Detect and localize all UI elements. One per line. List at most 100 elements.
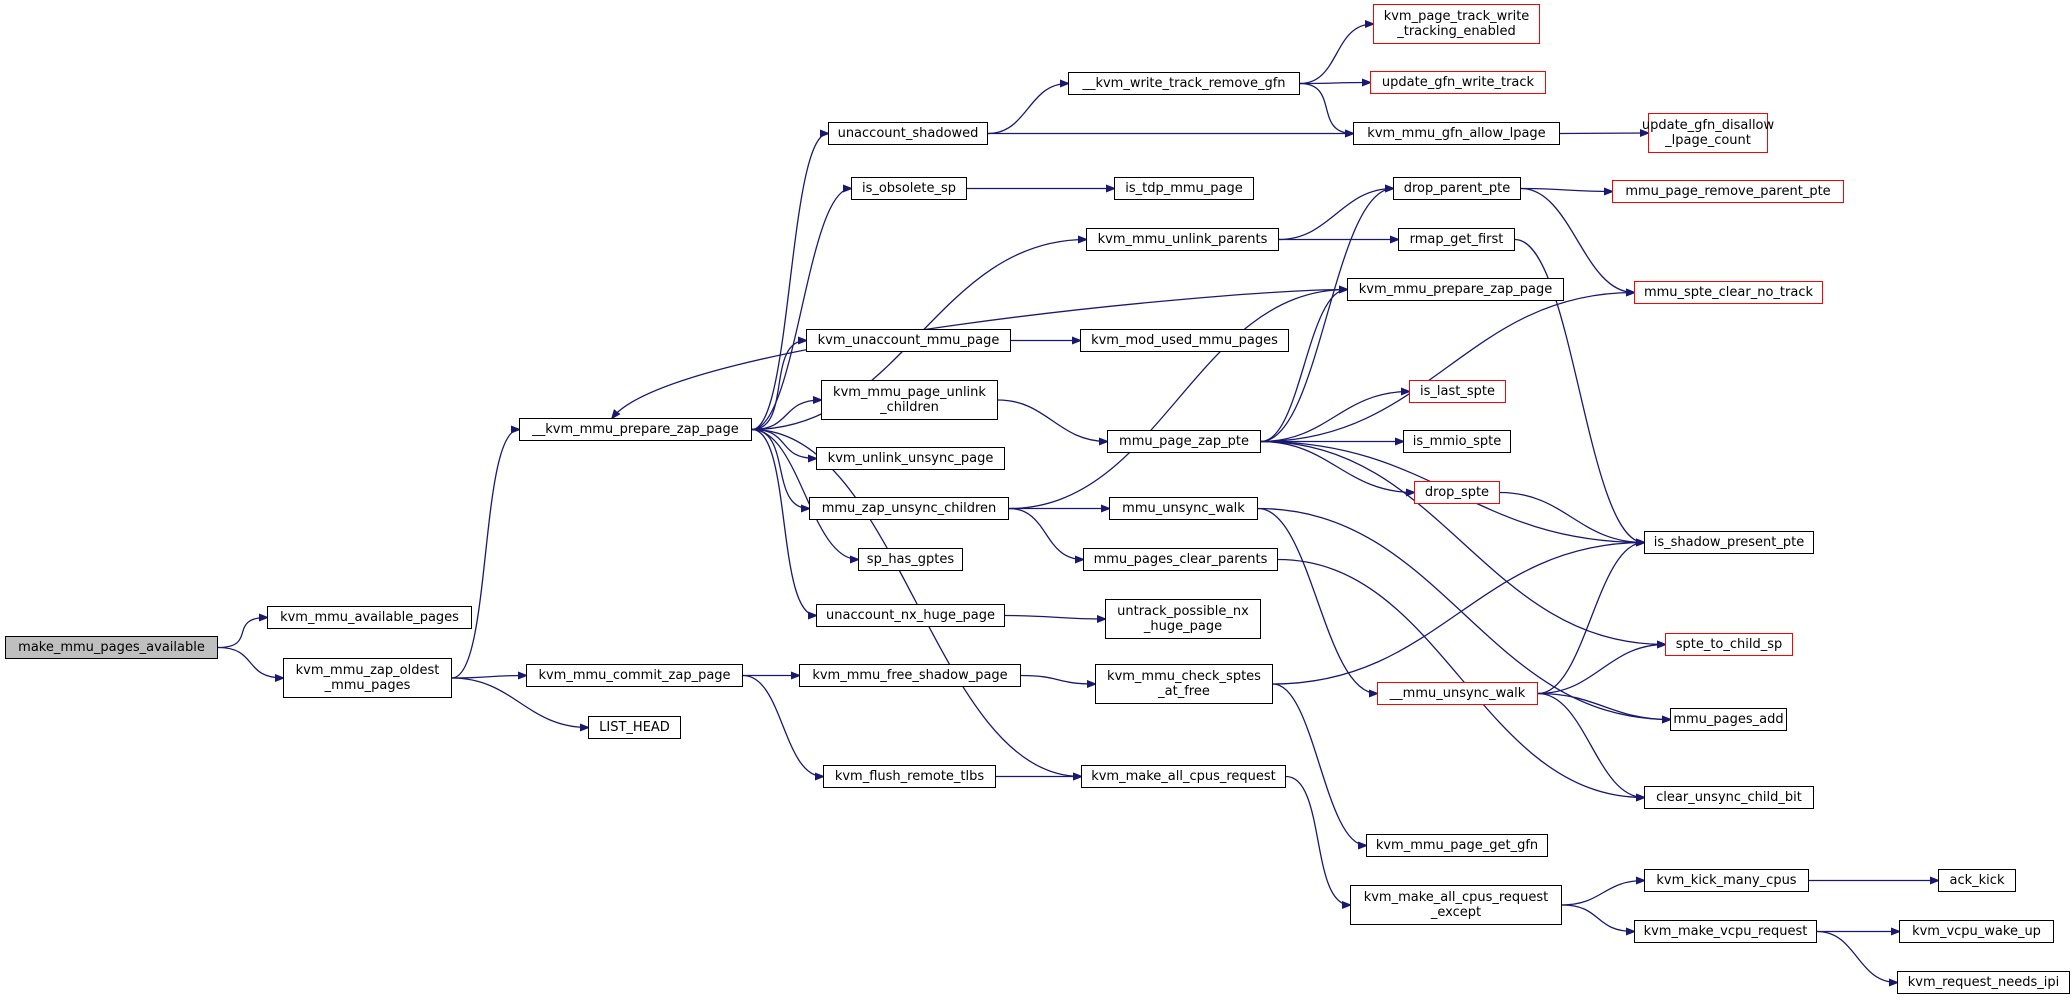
node-kvm-mmu-unlink-parents[interactable]: kvm_mmu_unlink_parents bbox=[1086, 228, 1279, 251]
node-kvm-mmu-commit-zap-page[interactable]: kvm_mmu_commit_zap_page bbox=[526, 664, 743, 687]
node-mmu-unsync-walk[interactable]: mmu_unsync_walk bbox=[1109, 497, 1258, 520]
edge-kvm-mmu-zap-oldest-mmu-pages-to-LIST-HEAD bbox=[451, 677, 588, 728]
node-kvm-flush-remote-tlbs[interactable]: kvm_flush_remote_tlbs bbox=[823, 765, 996, 788]
node-clear-unsync-child-bit[interactable]: clear_unsync_child_bit bbox=[1644, 786, 1814, 809]
edge-kvm-write-track-remove-gfn-to-update-gfn-write-track bbox=[1299, 83, 1370, 84]
node-is-last-spte[interactable]: is_last_spte bbox=[1409, 380, 1506, 403]
node-is-tdp-mmu-page[interactable]: is_tdp_mmu_page bbox=[1114, 177, 1254, 200]
edge-mmu-page-zap-pte-to-is-last-spte bbox=[1260, 392, 1409, 443]
edge-unaccount-nx-huge-page-to-untrack-possible-nx-huge-page bbox=[1004, 616, 1105, 620]
node-kvm-write-track-remove-gfn[interactable]: __kvm_write_track_remove_gfn bbox=[1068, 72, 1300, 95]
edge-kvm-mmu-free-shadow-page-to-kvm-mmu-check-sptes-at-free bbox=[1020, 674, 1095, 685]
node-is-shadow-present-pte[interactable]: is_shadow_present_pte bbox=[1644, 531, 1814, 554]
node-mmu-zap-unsync-children[interactable]: mmu_zap_unsync_children bbox=[809, 497, 1009, 520]
edge-mmu-zap-unsync-children-to-kvm-mmu-prepare-zap-page bbox=[1008, 290, 1347, 510]
node-kvm-make-vcpu-request[interactable]: kvm_make_vcpu_request bbox=[1634, 920, 1817, 943]
edge-kvm-mmu-zap-oldest-mmu-pages-to-kvm-mmu-prepare-zap-page bbox=[451, 430, 519, 679]
edge-kvm-mmu-page-unlink-children-to-mmu-page-zap-pte bbox=[997, 399, 1107, 442]
node-sp-has-gptes[interactable]: sp_has_gptes bbox=[858, 548, 963, 571]
edge-kvm-mmu-prepare-zap-page-to-kvm-make-all-cpus-request bbox=[751, 428, 1081, 777]
node-untrack-possible-nx-huge-page[interactable]: untrack_possible_nx _huge_page bbox=[1105, 599, 1261, 639]
edge-kvm-mmu-prepare-zap-page-to-kvm-unaccount-mmu-page bbox=[751, 341, 806, 431]
edge-kvm-write-track-remove-gfn-to-kvm-page-track-write-tracking-enabled bbox=[1299, 24, 1373, 85]
node-kvm-mmu-prepare-zap-page[interactable]: __kvm_mmu_prepare_zap_page bbox=[519, 418, 752, 441]
node-kvm-mmu-prepare-zap-page[interactable]: kvm_mmu_prepare_zap_page bbox=[1347, 278, 1564, 301]
edge-drop-parent-pte-to-mmu-page-remove-parent-pte bbox=[1520, 189, 1612, 192]
node-kvm-mmu-gfn-allow-lpage[interactable]: kvm_mmu_gfn_allow_lpage bbox=[1353, 122, 1560, 145]
edge-drop-parent-pte-to-mmu-spte-clear-no-track bbox=[1520, 187, 1634, 293]
edge-mmu-page-zap-pte-to-drop-spte bbox=[1260, 440, 1414, 493]
node-mmu-pages-add[interactable]: mmu_pages_add bbox=[1670, 708, 1787, 731]
node-unaccount-shadowed[interactable]: unaccount_shadowed bbox=[828, 122, 988, 145]
edge-mmu-unsync-walk-to-clear-unsync-child-bit bbox=[1537, 692, 1644, 798]
edge-kvm-mmu-prepare-zap-page-to-sp-has-gptes bbox=[751, 428, 858, 560]
edge-kvm-mmu-check-sptes-at-free-to-is-shadow-present-pte bbox=[1272, 543, 1644, 685]
edge-mmu-page-zap-pte-to-drop-parent-pte bbox=[1260, 189, 1393, 443]
node-is-mmio-spte[interactable]: is_mmio_spte bbox=[1403, 430, 1511, 453]
node-kvm-mmu-zap-oldest-mmu-pages[interactable]: kvm_mmu_zap_oldest _mmu_pages bbox=[283, 658, 452, 698]
node-make-mmu-pages-available[interactable]: make_mmu_pages_available bbox=[5, 636, 218, 659]
edge-mmu-page-zap-pte-to-kvm-mmu-prepare-zap-page bbox=[1260, 290, 1347, 443]
edge-drop-spte-to-is-shadow-present-pte bbox=[1499, 491, 1644, 543]
node-ack-kick[interactable]: ack_kick bbox=[1938, 869, 2016, 892]
edge-mmu-page-zap-pte-to-mmu-spte-clear-no-track bbox=[1260, 293, 1634, 443]
edge-kvm-make-vcpu-request-to-kvm-request-needs-ipi bbox=[1816, 930, 1897, 983]
edge-mmu-unsync-walk-to-mmu-pages-add bbox=[1257, 507, 1670, 720]
edge-kvm-write-track-remove-gfn-to-kvm-mmu-gfn-allow-lpage bbox=[1299, 82, 1353, 134]
node-kvm-request-needs-ipi[interactable]: kvm_request_needs_ipi bbox=[1897, 971, 2070, 994]
edge-kvm-mmu-unlink-parents-to-drop-parent-pte bbox=[1278, 189, 1393, 241]
node-spte-to-child-sp[interactable]: spte_to_child_sp bbox=[1665, 633, 1793, 656]
node-kvm-vcpu-wake-up[interactable]: kvm_vcpu_wake_up bbox=[1899, 920, 2054, 943]
edge-mmu-unsync-walk-to-spte-to-child-sp bbox=[1537, 645, 1665, 695]
edge-mmu-pages-clear-parents-to-clear-unsync-child-bit bbox=[1277, 558, 1644, 798]
node-is-obsolete-sp[interactable]: is_obsolete_sp bbox=[851, 177, 967, 200]
node-mmu-spte-clear-no-track[interactable]: mmu_spte_clear_no_track bbox=[1634, 281, 1823, 304]
node-update-gfn-write-track[interactable]: update_gfn_write_track bbox=[1370, 71, 1546, 94]
node-mmu-page-zap-pte[interactable]: mmu_page_zap_pte bbox=[1107, 430, 1261, 453]
edge-mmu-unsync-walk-to-is-shadow-present-pte bbox=[1537, 543, 1644, 695]
node-kvm-mmu-available-pages[interactable]: kvm_mmu_available_pages bbox=[267, 606, 472, 629]
node-mmu-page-remove-parent-pte[interactable]: mmu_page_remove_parent_pte bbox=[1612, 180, 1844, 203]
edge-kvm-mmu-zap-oldest-mmu-pages-to-kvm-mmu-commit-zap-page bbox=[451, 676, 526, 679]
node-rmap-get-first[interactable]: rmap_get_first bbox=[1398, 228, 1515, 251]
edge-kvm-make-all-cpus-request-except-to-kvm-kick-many-cpus bbox=[1561, 881, 1644, 906]
edge-mmu-page-zap-pte-to-spte-to-child-sp bbox=[1260, 440, 1665, 645]
edge-mmu-unsync-walk-to-mmu-pages-add bbox=[1537, 692, 1670, 720]
node-kvm-unlink-unsync-page[interactable]: kvm_unlink_unsync_page bbox=[816, 447, 1005, 470]
node-kvm-mmu-free-shadow-page[interactable]: kvm_mmu_free_shadow_page bbox=[799, 664, 1021, 687]
node-drop-parent-pte[interactable]: drop_parent_pte bbox=[1393, 177, 1521, 200]
edge-kvm-mmu-prepare-zap-page-to-kvm-mmu-prepare-zap-page bbox=[612, 288, 1348, 419]
node-update-gfn-disallow-lpage-count[interactable]: update_gfn_disallow _lpage_count bbox=[1642, 113, 1774, 153]
edge-kvm-make-all-cpus-request-except-to-kvm-make-vcpu-request bbox=[1561, 904, 1634, 932]
node-unaccount-nx-huge-page[interactable]: unaccount_nx_huge_page bbox=[816, 604, 1005, 627]
edge-make-mmu-pages-available-to-kvm-mmu-zap-oldest-mmu-pages bbox=[217, 646, 283, 679]
edge-make-mmu-pages-available-to-kvm-mmu-available-pages bbox=[217, 618, 267, 649]
edge-kvm-mmu-check-sptes-at-free-to-kvm-mmu-page-get-gfn bbox=[1272, 683, 1366, 846]
edge-mmu-zap-unsync-children-to-mmu-pages-clear-parents bbox=[1008, 507, 1083, 560]
node-kvm-mmu-page-get-gfn[interactable]: kvm_mmu_page_get_gfn bbox=[1366, 834, 1548, 857]
edge-unaccount-shadowed-to-kvm-write-track-remove-gfn bbox=[987, 84, 1068, 135]
node-kvm-make-all-cpus-request-except[interactable]: kvm_make_all_cpus_request _except bbox=[1350, 885, 1562, 925]
node-kvm-make-all-cpus-request[interactable]: kvm_make_all_cpus_request bbox=[1081, 765, 1286, 788]
node-kvm-mmu-page-unlink-children[interactable]: kvm_mmu_page_unlink _children bbox=[821, 380, 998, 420]
edge-kvm-mmu-prepare-zap-page-to-kvm-mmu-page-unlink-children bbox=[751, 400, 821, 431]
node-kvm-kick-many-cpus[interactable]: kvm_kick_many_cpus bbox=[1644, 869, 1809, 892]
edge-kvm-mmu-commit-zap-page-to-kvm-flush-remote-tlbs bbox=[742, 674, 823, 777]
node-mmu-pages-clear-parents[interactable]: mmu_pages_clear_parents bbox=[1083, 548, 1278, 571]
edge-kvm-mmu-prepare-zap-page-to-unaccount-shadowed bbox=[751, 134, 828, 431]
node-mmu-unsync-walk[interactable]: __mmu_unsync_walk bbox=[1377, 682, 1538, 705]
node-kvm-page-track-write-tracking-enabled[interactable]: kvm_page_track_write _tracking_enabled bbox=[1373, 4, 1540, 44]
edge-mmu-unsync-walk-to-mmu-unsync-walk bbox=[1257, 507, 1377, 694]
edge-rmap-get-first-to-is-shadow-present-pte bbox=[1514, 238, 1644, 543]
edge-kvm-mmu-prepare-zap-page-to-unaccount-nx-huge-page bbox=[751, 428, 816, 616]
edge-kvm-mmu-gfn-allow-lpage-to-update-gfn-disallow-lpage-count bbox=[1559, 133, 1648, 134]
node-drop-spte[interactable]: drop_spte bbox=[1414, 481, 1500, 504]
node-LIST-HEAD[interactable]: LIST_HEAD bbox=[588, 716, 681, 739]
node-kvm-unaccount-mmu-page[interactable]: kvm_unaccount_mmu_page bbox=[806, 329, 1011, 352]
edge-kvm-mmu-prepare-zap-page-to-is-obsolete-sp bbox=[751, 189, 851, 431]
node-kvm-mmu-check-sptes-at-free[interactable]: kvm_mmu_check_sptes _at_free bbox=[1095, 664, 1273, 704]
edge-kvm-make-all-cpus-request-to-kvm-make-all-cpus-request-except bbox=[1285, 775, 1350, 906]
node-kvm-mod-used-mmu-pages[interactable]: kvm_mod_used_mmu_pages bbox=[1080, 329, 1289, 352]
